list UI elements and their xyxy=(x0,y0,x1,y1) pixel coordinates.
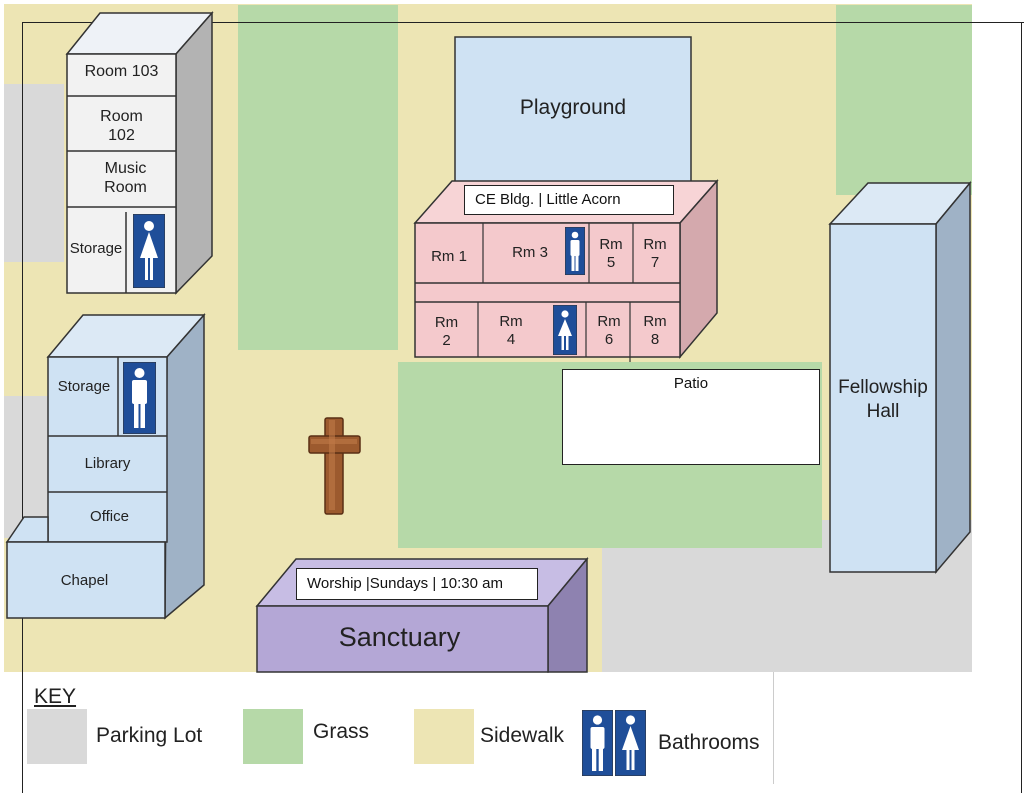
men-restroom-icon xyxy=(123,362,156,434)
legend-border-right xyxy=(773,672,774,784)
rm-7-label: Rm 7 xyxy=(643,236,667,271)
playground-area xyxy=(454,36,692,185)
sidewalk-swatch xyxy=(414,709,474,764)
men-restroom-icon xyxy=(565,227,585,275)
fellowship-hall-building xyxy=(828,180,972,575)
grass-legend-label: Grass xyxy=(313,720,370,743)
library-label: Library xyxy=(84,455,131,472)
women-restroom-icon xyxy=(615,710,646,776)
worship-times-sign: Worship |Sundays | 10:30 am xyxy=(296,568,538,600)
rm-3-label: Rm 3 xyxy=(512,244,548,261)
bathrooms-legend-label: Bathrooms xyxy=(658,731,760,754)
grass-northeast xyxy=(836,5,972,195)
map-border-right xyxy=(1021,22,1022,793)
men-restroom-icon xyxy=(582,710,613,776)
map-legend: KEY Parking Lot Grass Sidewalk Bathrooms xyxy=(22,672,774,793)
rm-1-label: Rm 1 xyxy=(431,248,467,265)
sanctuary-label: Sanctuary xyxy=(338,622,461,652)
patio-label: Patio xyxy=(673,375,709,392)
grass-swatch xyxy=(243,709,303,764)
rm-6-label: Rm 6 xyxy=(597,313,621,348)
parking-lot-west-upper xyxy=(4,84,64,262)
chapel-label: Chapel xyxy=(60,572,109,589)
parking-lot-swatch xyxy=(27,709,87,764)
legend-title: KEY xyxy=(34,685,77,708)
patio-box: Patio xyxy=(562,369,820,465)
women-restroom-icon xyxy=(553,305,577,355)
storage-lower-label: Storage xyxy=(57,378,111,395)
parking-lot-legend-label: Parking Lot xyxy=(96,724,203,747)
grass-west xyxy=(238,5,398,350)
room-102-label: Room 102 xyxy=(100,108,143,144)
ce-building-sign: CE Bldg. | Little Acorn xyxy=(464,185,674,215)
fellowship-hall-label: Fellowship Hall xyxy=(838,377,928,422)
rm-4-label: Rm 4 xyxy=(499,313,523,348)
map-border-left xyxy=(22,22,23,793)
playground-label: Playground xyxy=(519,96,627,119)
sidewalk-legend-label: Sidewalk xyxy=(480,724,565,747)
map-border-top xyxy=(22,22,1024,23)
west-lower-building xyxy=(5,313,206,620)
storage-upper-label: Storage xyxy=(69,240,123,257)
rm-5-label: Rm 5 xyxy=(599,236,623,271)
parking-lot-west-lower xyxy=(4,396,48,538)
rm-8-label: Rm 8 xyxy=(643,313,667,348)
cross-icon xyxy=(308,417,361,515)
rm-2-label: Rm 2 xyxy=(434,314,459,349)
music-room-label: Music Room xyxy=(104,160,147,196)
women-restroom-icon xyxy=(133,214,165,288)
office-label: Office xyxy=(90,508,129,525)
room-103-label: Room 103 xyxy=(84,63,159,80)
